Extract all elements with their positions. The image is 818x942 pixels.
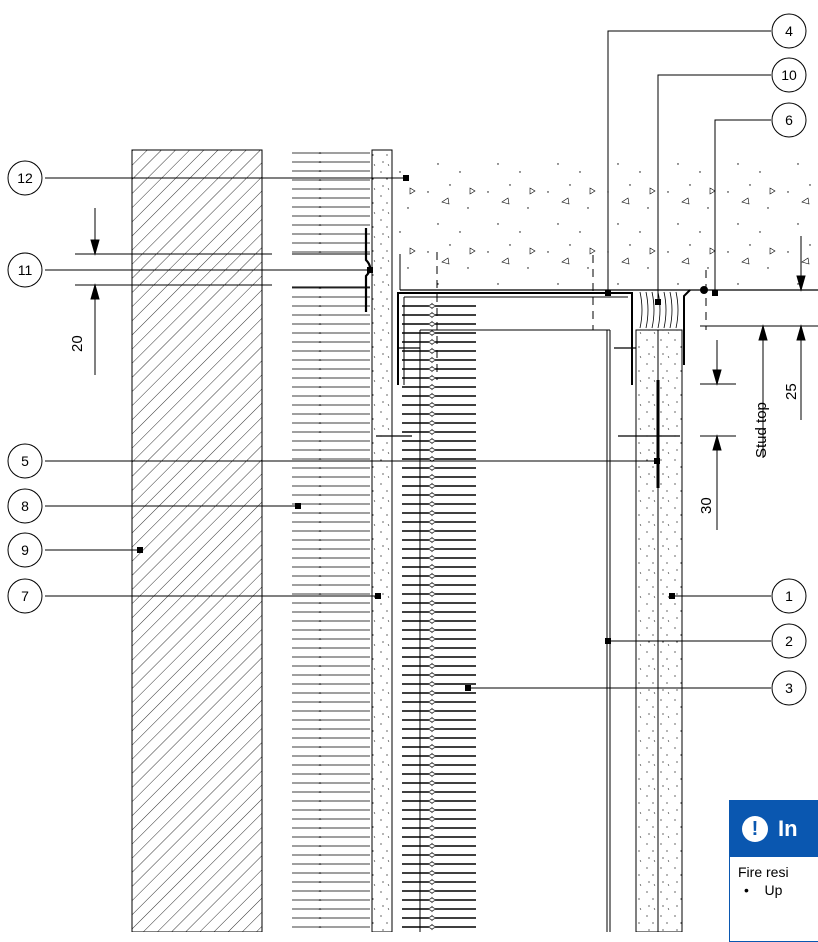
bullet-icon: • xyxy=(744,882,749,898)
callout-10-circle xyxy=(771,57,807,93)
callout-8-label: 8 xyxy=(21,498,29,514)
dimension-30 xyxy=(700,434,736,530)
important-note-panel: ! In Fire resi • Up xyxy=(729,800,818,942)
callout-9-label: 9 xyxy=(21,542,29,558)
callout-11-circle xyxy=(7,252,43,288)
callout-1-label: 1 xyxy=(785,588,793,604)
dimension-25 xyxy=(700,236,818,420)
sealant-joint xyxy=(639,291,679,329)
dimension-20-label: 20 xyxy=(69,335,86,352)
callout-4-circle xyxy=(771,13,807,49)
board-layer-inner xyxy=(635,329,659,932)
callout-5-label: 5 xyxy=(21,453,29,469)
callout-5-circle xyxy=(7,443,43,479)
outer-board xyxy=(371,149,393,932)
dimension-20 xyxy=(75,208,272,375)
inner-insulation xyxy=(402,300,476,932)
callout-8-circle xyxy=(7,488,43,524)
note-bullet-item: • Up xyxy=(738,881,818,899)
outer-insulation-lower xyxy=(292,287,370,932)
masonry-wall xyxy=(131,149,263,932)
callout-3-label: 3 xyxy=(785,680,793,696)
outer-insulation-upper xyxy=(292,150,370,254)
board-layer-outer xyxy=(657,329,683,932)
callout-12-label: 12 xyxy=(17,170,33,186)
leader-lines xyxy=(45,30,771,689)
stud-top-label: Stud top xyxy=(753,402,770,458)
dimension-30-label: 30 xyxy=(698,497,715,514)
note-header: ! In xyxy=(730,801,818,857)
callout-10-label: 10 xyxy=(781,67,797,83)
callout-7-label: 7 xyxy=(21,588,29,604)
callout-6-label: 6 xyxy=(785,112,793,128)
callout-3-circle xyxy=(771,670,807,706)
note-line-2: Up xyxy=(764,882,783,898)
callout-2-label: 2 xyxy=(785,633,793,649)
callout-6-circle xyxy=(771,102,807,138)
dimension-stud-top xyxy=(700,324,768,458)
callout-4-label: 4 xyxy=(785,23,793,39)
screws xyxy=(376,347,680,437)
callout-2-circle xyxy=(771,623,807,659)
callout-1-circle xyxy=(771,578,807,614)
callout-7-circle xyxy=(7,578,43,614)
concrete-slab xyxy=(392,150,818,290)
note-line-1: Fire resi xyxy=(738,864,789,880)
dimension-25-label: 25 xyxy=(783,383,800,400)
exclamation-icon: ! xyxy=(742,816,768,842)
callout-12-circle xyxy=(7,160,43,196)
note-body: Fire resi • Up xyxy=(730,857,818,905)
callout-11-label: 11 xyxy=(18,262,33,278)
top-track xyxy=(397,292,633,385)
callout-9-circle xyxy=(7,532,43,568)
note-title: In xyxy=(778,816,798,841)
